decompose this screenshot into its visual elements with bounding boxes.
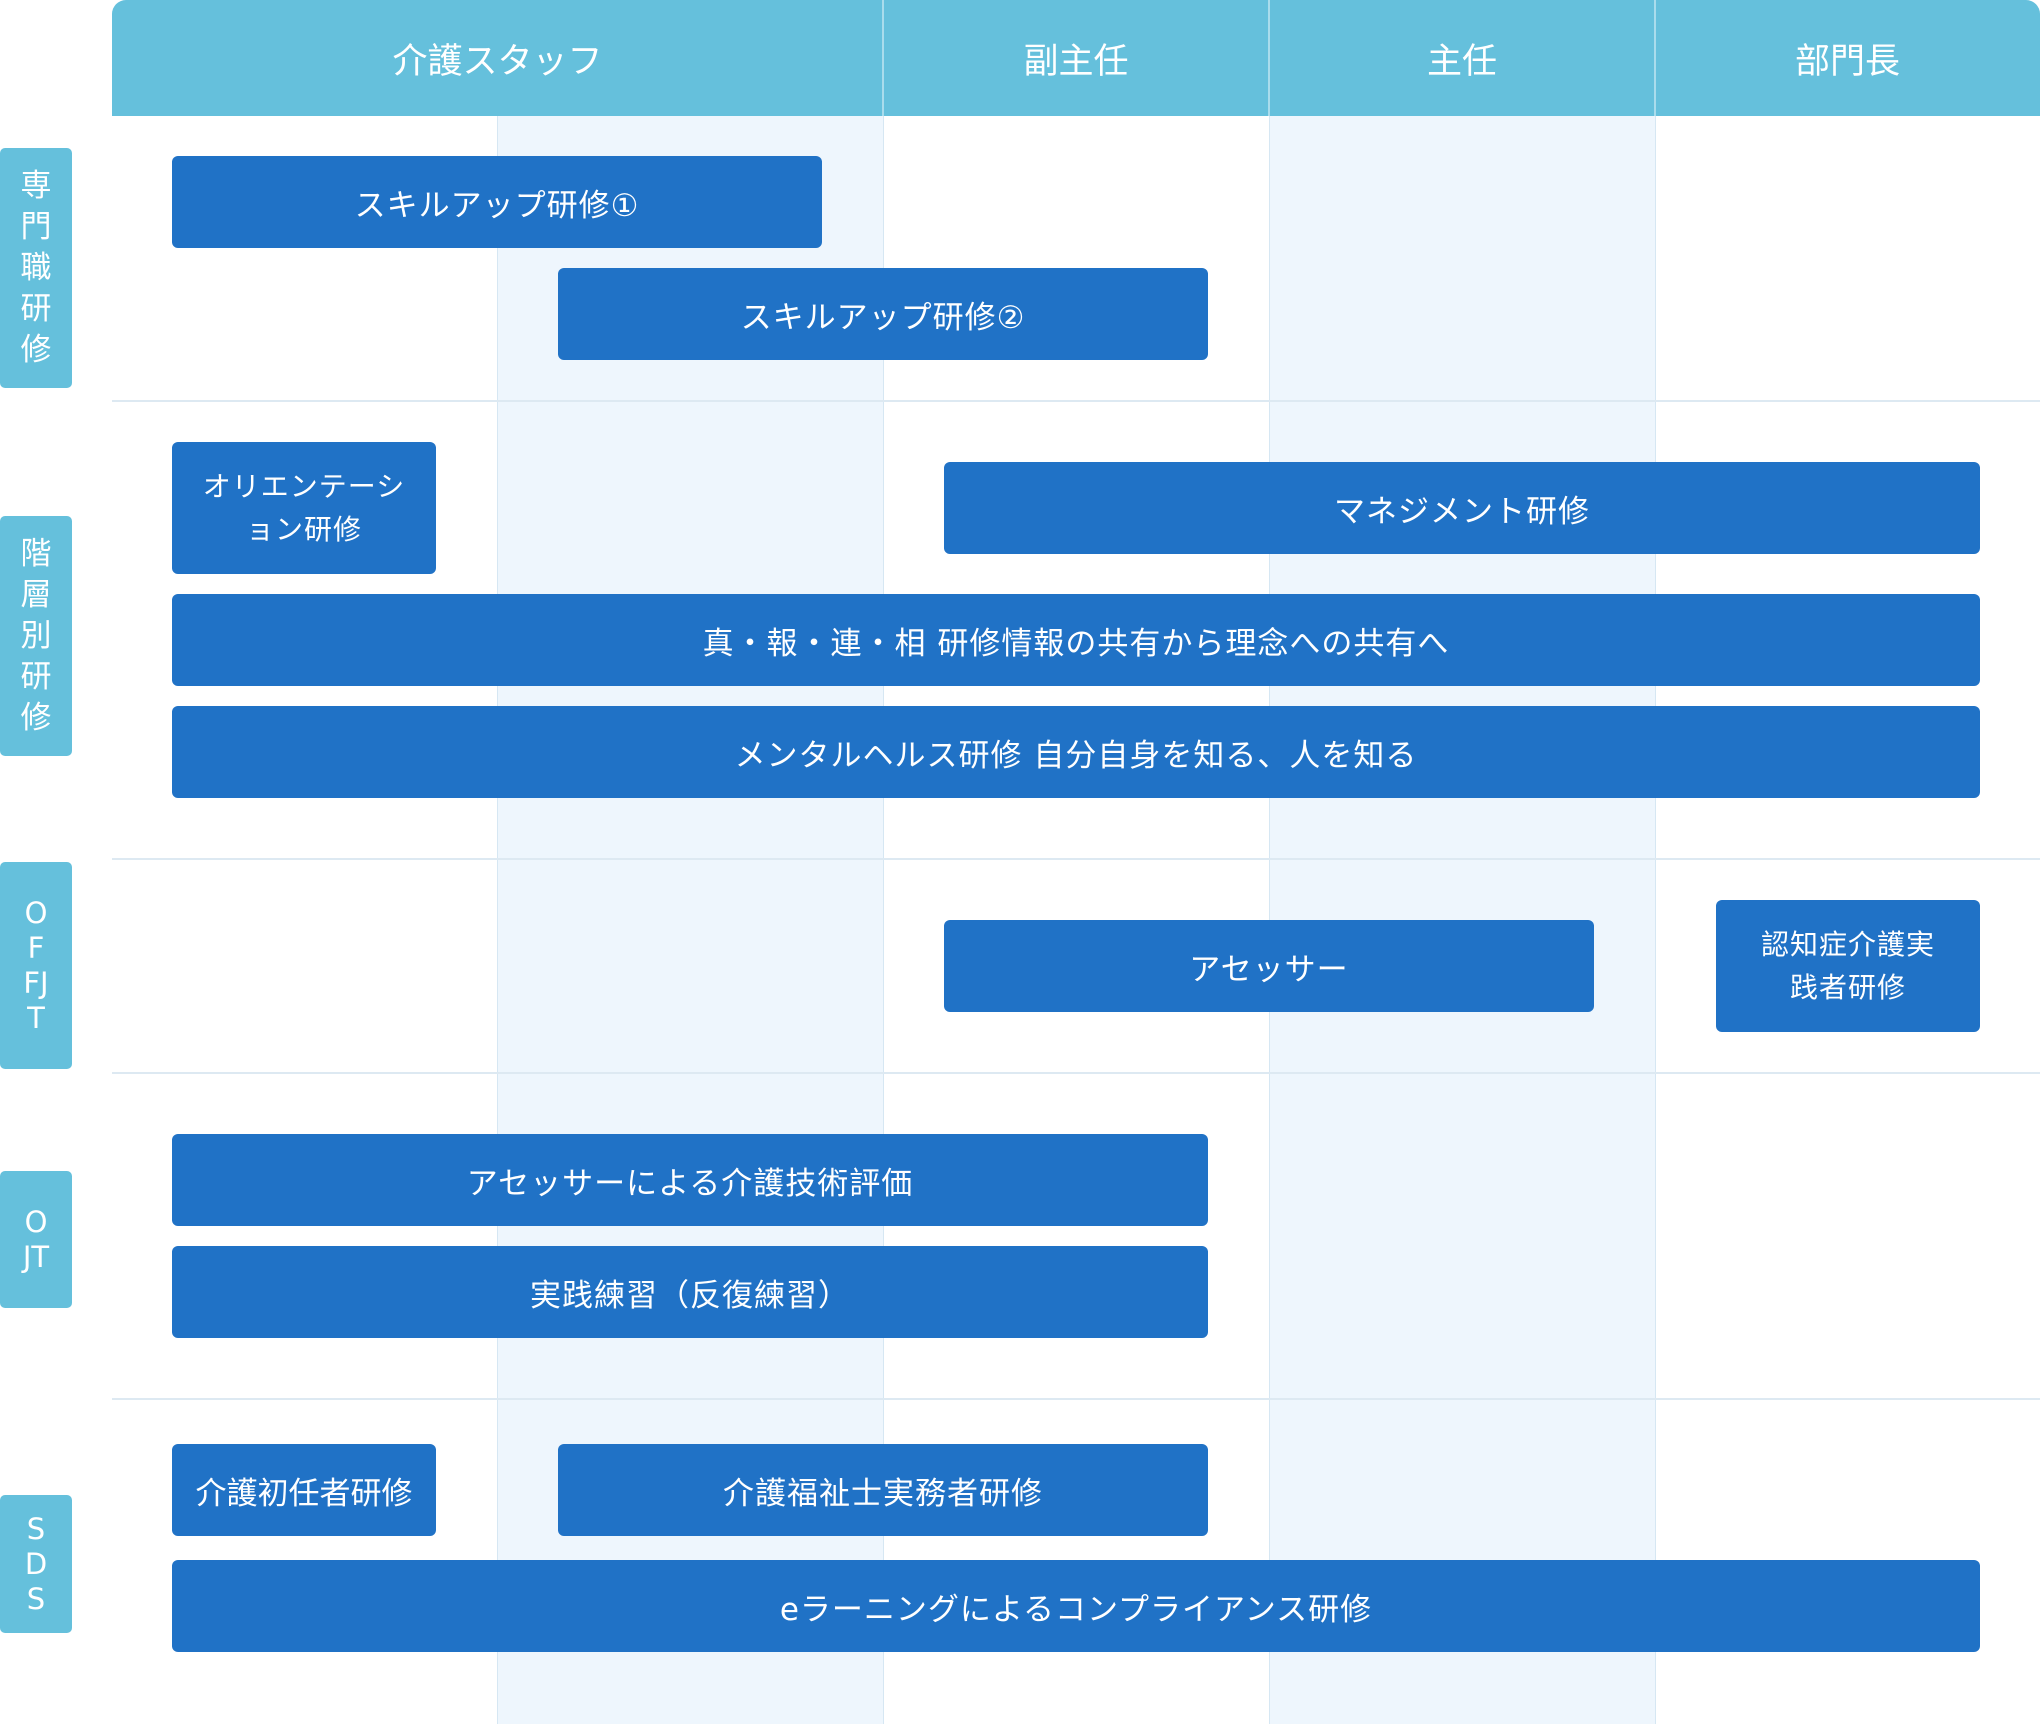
header-chief: 主任 bbox=[1269, 0, 1655, 116]
program-dementia-care: 認知症介護実践者研修 bbox=[1716, 900, 1980, 1032]
program-communication: 真・報・連・相 研修情報の共有から理念への共有へ bbox=[172, 594, 1980, 686]
section-divider bbox=[112, 1072, 2040, 1074]
header-staff: 介護スタッフ bbox=[112, 0, 883, 116]
grid-line bbox=[883, 116, 884, 1724]
grid-line bbox=[497, 116, 498, 1724]
program-assessor: アセッサー bbox=[944, 920, 1594, 1012]
program-assessor-evaluation: アセッサーによる介護技術評価 bbox=[172, 1134, 1208, 1226]
program-skillup-2: スキルアップ研修② bbox=[558, 268, 1208, 360]
category-professional-training: 専門職研修 bbox=[0, 148, 72, 388]
section-divider bbox=[112, 1398, 2040, 1400]
category-offjt: OFFJT bbox=[0, 862, 72, 1069]
category-sds: SDS bbox=[0, 1495, 72, 1633]
category-ojt: OJT bbox=[0, 1171, 72, 1308]
program-practice-drills: 実践練習（反復練習） bbox=[172, 1246, 1208, 1338]
header-separator bbox=[1654, 0, 1656, 116]
section-divider bbox=[112, 858, 2040, 860]
header-separator bbox=[882, 0, 884, 116]
header-deputy-chief: 副主任 bbox=[883, 0, 1269, 116]
program-initial-care-training: 介護初任者研修 bbox=[172, 1444, 436, 1536]
program-orientation: オリエンテーション研修 bbox=[172, 442, 436, 574]
header-department-head: 部門長 bbox=[1655, 0, 2040, 116]
program-management: マネジメント研修 bbox=[944, 462, 1980, 554]
program-mental-health: メンタルヘルス研修 自分自身を知る、人を知る bbox=[172, 706, 1980, 798]
grid-line bbox=[1655, 116, 1656, 1724]
program-elearning-compliance: eラーニングによるコンプライアンス研修 bbox=[172, 1560, 1980, 1652]
section-divider bbox=[112, 400, 2040, 402]
program-skillup-1: スキルアップ研修① bbox=[172, 156, 822, 248]
header-separator bbox=[1268, 0, 1270, 116]
program-care-worker-practical: 介護福祉士実務者研修 bbox=[558, 1444, 1208, 1536]
category-tiered-training: 階層別研修 bbox=[0, 516, 72, 756]
